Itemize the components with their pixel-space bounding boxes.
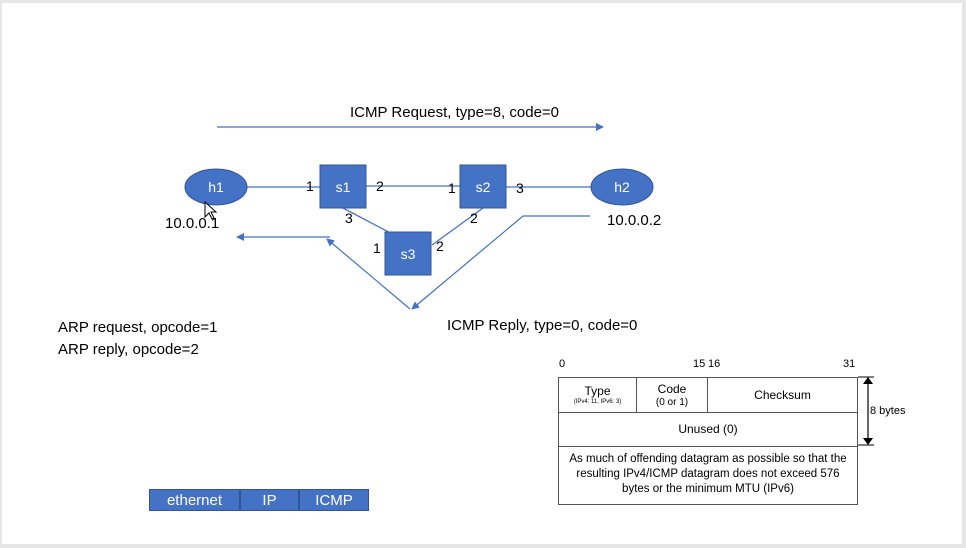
- type-field: Type: [584, 384, 611, 398]
- unused-field: Unused (0): [559, 412, 857, 447]
- host-h2-ip: 10.0.0.2: [607, 212, 662, 229]
- size-brace-bottom-arrow: [863, 438, 873, 445]
- payload-field: As much of offending datagram as possibl…: [569, 453, 847, 495]
- switch-s2-label: s2: [475, 179, 491, 195]
- header-size-label: 8 bytes: [870, 405, 906, 417]
- link-s3-s2: [431, 207, 484, 246]
- mouse-cursor-icon: [204, 200, 218, 220]
- host-h2-label: h2: [614, 179, 630, 195]
- stack-ip: IP: [240, 489, 299, 511]
- code-cell: Code (0 or 1): [637, 378, 708, 412]
- icmp-header-table: Type (IPv4: 11, IPv6: 3) Code (0 or 1) C…: [558, 377, 858, 505]
- icmp-reply-arrow-3: [326, 238, 411, 310]
- s2-port-1: 1: [448, 180, 456, 196]
- s2-port-3: 3: [516, 180, 524, 196]
- stack-ethernet: ethernet: [149, 489, 240, 511]
- switch-s2-node[interactable]: [459, 164, 507, 209]
- s1-port-3: 3: [345, 210, 353, 226]
- icmp-reply-label: ICMP Reply, type=0, code=0: [447, 317, 638, 334]
- host-h2-node[interactable]: [590, 168, 654, 206]
- s3-port-2: 2: [436, 238, 444, 254]
- switch-s3-node[interactable]: [384, 231, 432, 276]
- host-h1-ip: 10.0.0.1: [165, 215, 220, 232]
- code-note: (0 or 1): [655, 397, 689, 408]
- s1-port-2: 2: [376, 178, 384, 194]
- s2-port-2: 2: [470, 210, 478, 226]
- bit-16: 16: [708, 358, 721, 370]
- icmp-reply-arrow-2: [411, 215, 524, 310]
- type-cell: Type (IPv4: 11, IPv6: 3): [559, 378, 637, 412]
- size-brace-top-arrow: [863, 377, 873, 384]
- header-row-1: Type (IPv4: 11, IPv6: 3) Code (0 or 1) C…: [559, 378, 857, 413]
- stack-icmp: ICMP: [299, 489, 369, 511]
- s1-port-1: 1: [306, 178, 314, 194]
- bit-15: 15: [693, 358, 706, 370]
- switch-s3-label: s3: [400, 246, 416, 262]
- code-field: Code: [657, 382, 687, 396]
- bit-0: 0: [559, 358, 566, 370]
- protocol-stack: ethernet IP ICMP: [149, 489, 369, 511]
- host-h1-label: h1: [208, 179, 224, 195]
- host-h1-node[interactable]: [184, 168, 248, 206]
- icmp-request-label: ICMP Request, type=8, code=0: [350, 104, 560, 121]
- arp-reply-label: ARP reply, opcode=2: [58, 341, 199, 358]
- checksum-field: Checksum: [754, 388, 811, 402]
- arp-request-label: ARP request, opcode=1: [58, 319, 218, 336]
- s3-port-1: 1: [373, 240, 381, 256]
- type-note: (IPv4: 11, IPv6: 3): [573, 399, 622, 405]
- bit-31: 31: [843, 358, 856, 370]
- switch-s1-node[interactable]: [319, 164, 367, 209]
- switch-s1-label: s1: [335, 179, 351, 195]
